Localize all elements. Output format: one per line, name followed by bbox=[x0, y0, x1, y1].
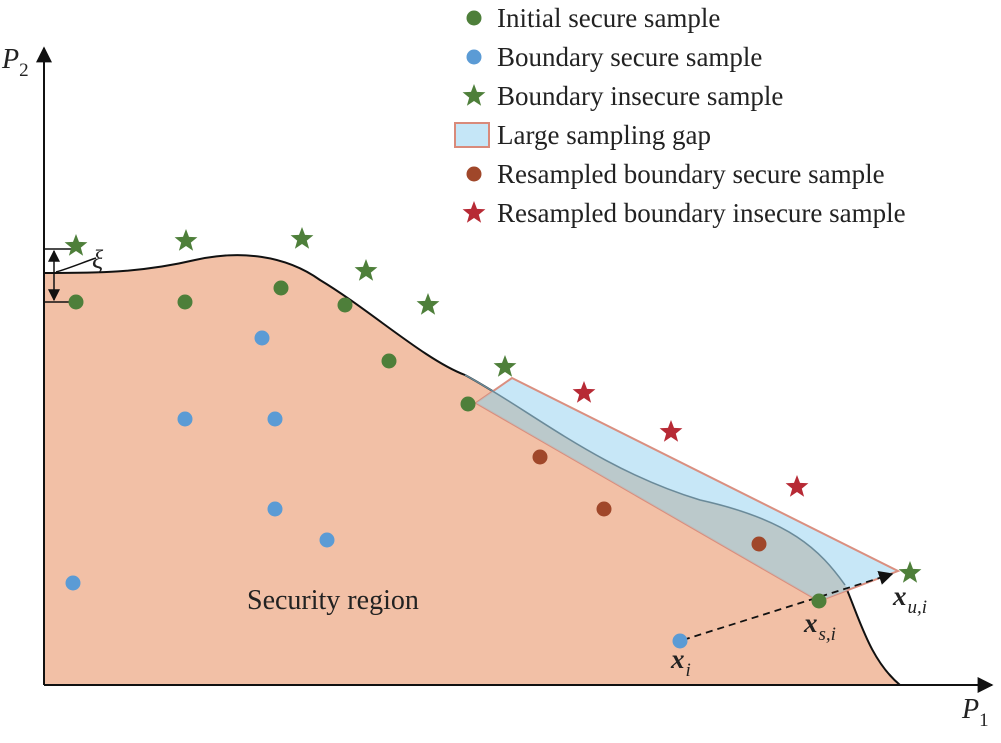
boundary-secure-sample-3 bbox=[267, 411, 283, 427]
initial-secure-sample-3 bbox=[273, 280, 289, 296]
xi-leader-line bbox=[55, 257, 97, 273]
legend-initial-secure-marker bbox=[466, 10, 482, 26]
initial-secure-sample-2 bbox=[177, 294, 193, 310]
initial-secure-sample-7 bbox=[811, 593, 827, 609]
boundary-insecure-sample-2 bbox=[174, 229, 198, 251]
label-x-i: xi bbox=[670, 644, 691, 681]
resampled-boundary-secure-sample-3 bbox=[751, 536, 767, 552]
resampled-boundary-insecure-sample-2 bbox=[659, 420, 683, 442]
legend-boundary-secure-marker bbox=[466, 49, 482, 65]
initial-secure-sample-5 bbox=[381, 353, 397, 369]
resampled-boundary-secure-sample-2 bbox=[596, 501, 612, 517]
legend-boundary-secure-label: Boundary secure sample bbox=[497, 42, 762, 72]
legend-boundary-insecure-label: Boundary insecure sample bbox=[497, 81, 783, 111]
initial-secure-sample-4 bbox=[337, 297, 353, 313]
resampled-boundary-insecure-sample-3 bbox=[785, 475, 809, 497]
boundary-secure-sample-5 bbox=[319, 532, 335, 548]
boundary-insecure-sample-6 bbox=[493, 355, 517, 377]
resampled-boundary-secure-sample-1 bbox=[532, 449, 548, 465]
boundary-insecure-sample-7 bbox=[898, 561, 922, 583]
sample-markers bbox=[64, 227, 922, 649]
boundary-secure-sample-4 bbox=[267, 501, 283, 517]
resampled-boundary-insecure-sample-1 bbox=[572, 381, 596, 403]
y-axis-label: P2 bbox=[1, 44, 29, 81]
legend-boundary-insecure-marker bbox=[462, 84, 486, 106]
boundary-insecure-sample-3 bbox=[290, 227, 314, 249]
x-axis-label: P1 bbox=[961, 694, 989, 731]
boundary-insecure-sample-4 bbox=[354, 259, 378, 281]
initial-secure-sample-1 bbox=[68, 294, 84, 310]
initial-secure-sample-6 bbox=[460, 396, 476, 412]
legend-resampled-insecure-marker bbox=[462, 201, 486, 223]
security-region bbox=[44, 255, 900, 686]
label-x-s-i: xs,i bbox=[803, 608, 836, 645]
boundary-insecure-sample-5 bbox=[416, 293, 440, 315]
legend-resampled-insecure-label: Resampled boundary insecure sample bbox=[497, 198, 906, 228]
xi-symbol: ξ bbox=[92, 245, 104, 274]
resampling-direction-arrow bbox=[682, 571, 894, 641]
legend-resampled-secure-label: Resampled boundary secure sample bbox=[497, 159, 885, 189]
boundary-secure-sample-6 bbox=[65, 575, 81, 591]
boundary-insecure-sample-1 bbox=[64, 234, 88, 256]
legend-gap-marker bbox=[454, 122, 490, 148]
boundary-secure-sample-1 bbox=[254, 330, 270, 346]
boundary-secure-sample-2 bbox=[177, 411, 193, 427]
security-region-label: Security region bbox=[247, 585, 419, 616]
legend-initial-secure-label: Initial secure sample bbox=[497, 3, 720, 33]
legend-gap-label: Large sampling gap bbox=[497, 120, 711, 150]
label-x-u-i: xu,i bbox=[892, 581, 927, 618]
legend-resampled-secure-marker bbox=[466, 166, 482, 182]
boundary-curve-in-gap bbox=[464, 374, 846, 586]
boundary-secure-sample-7 bbox=[672, 633, 688, 649]
